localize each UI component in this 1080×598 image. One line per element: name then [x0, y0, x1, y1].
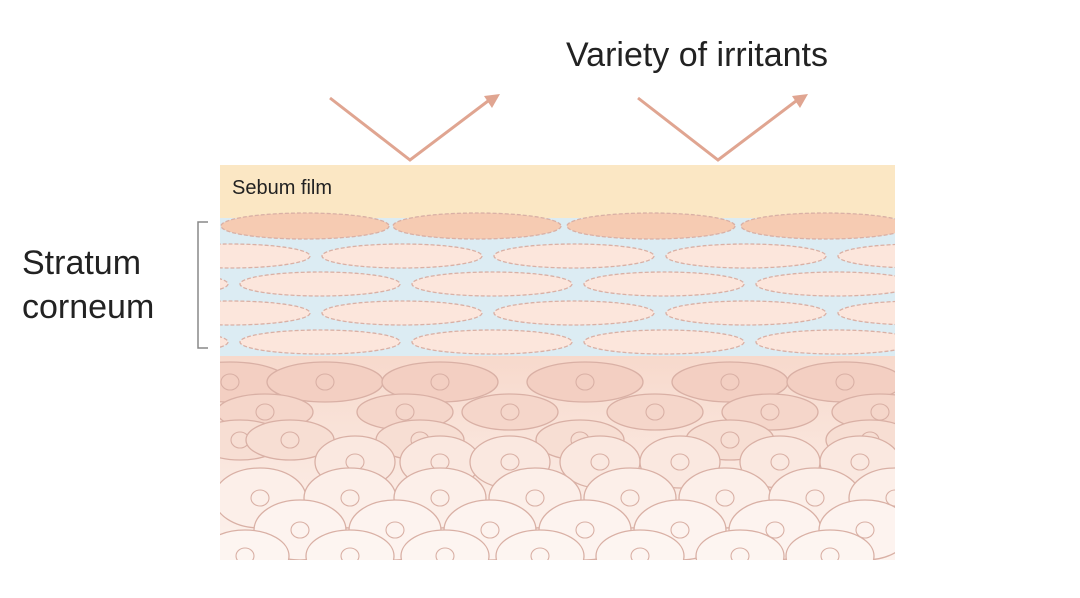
- cell-nucleus: [670, 453, 690, 471]
- cell-nucleus: [835, 373, 855, 391]
- keratinocyte-cell: [305, 529, 395, 560]
- corneocyte-cell: [583, 271, 745, 297]
- arrowhead-icon: [792, 94, 808, 108]
- keratinocyte-cell: [220, 529, 290, 560]
- corneocyte-cell: [220, 243, 311, 269]
- corneocyte-cell: [740, 212, 895, 240]
- cell-nucleus: [760, 403, 780, 421]
- cell-nucleus: [395, 403, 415, 421]
- keratinocyte-cell: [606, 393, 704, 431]
- cell-nucleus: [885, 489, 895, 507]
- corneocyte-cell: [837, 243, 895, 269]
- cell-nucleus: [280, 431, 300, 449]
- cell-nucleus: [525, 489, 545, 507]
- corneocyte-cell: [665, 243, 827, 269]
- cell-nucleus: [620, 489, 640, 507]
- corneocyte-cell: [755, 271, 895, 297]
- corneocyte-cell: [928, 330, 1080, 354]
- cell-nucleus: [530, 547, 550, 560]
- cell-nucleus: [765, 521, 785, 539]
- cell-nucleus: [670, 521, 690, 539]
- cell-nucleus: [290, 521, 310, 539]
- cell-nucleus: [430, 373, 450, 391]
- cell-nucleus: [430, 489, 450, 507]
- corneocyte-cell: [493, 300, 655, 326]
- cell-nucleus: [575, 521, 595, 539]
- cell-nucleus: [500, 403, 520, 421]
- keratinocyte-cell: [785, 529, 875, 560]
- cell-nucleus: [255, 403, 275, 421]
- sebum-film-band: [220, 165, 895, 220]
- corneocyte-cell: [493, 243, 655, 269]
- corneocyte-cell: [755, 329, 895, 355]
- cell-nucleus: [575, 373, 595, 391]
- cell-nucleus: [645, 403, 665, 421]
- cell-nucleus: [855, 521, 875, 539]
- cell-nucleus: [235, 547, 255, 560]
- corneocyte-cell: [220, 300, 311, 326]
- stratum-label-line2: corneum: [22, 288, 154, 326]
- corneocyte-cell: [321, 300, 483, 326]
- keratinocyte-cell: [461, 393, 559, 431]
- keratinocyte-cell: [695, 529, 785, 560]
- cell-nucleus: [340, 489, 360, 507]
- corneocyte-row-top: [220, 212, 895, 240]
- corneocyte-cell: [566, 212, 736, 240]
- keratinocyte-cell: [526, 361, 644, 403]
- sebum-film-label: Sebum film: [232, 177, 332, 199]
- cell-nucleus: [715, 489, 735, 507]
- keratinocyte-cell: [495, 529, 585, 560]
- cell-nucleus: [850, 453, 870, 471]
- irritant-arrow-left: [329, 96, 493, 162]
- keratinocyte-cell: [400, 529, 490, 560]
- corneocyte-cell: [220, 212, 390, 240]
- keratinocyte-cells: [220, 361, 895, 560]
- cell-nucleus: [385, 521, 405, 539]
- arrowhead-icon: [484, 94, 500, 108]
- cell-nucleus: [820, 547, 840, 560]
- keratinocyte-cell: [595, 529, 685, 560]
- corneocyte-cell: [583, 329, 745, 355]
- cell-nucleus: [315, 373, 335, 391]
- cell-nucleus: [220, 373, 240, 391]
- corneocyte-cell: [220, 336, 229, 348]
- cell-nucleus: [805, 489, 825, 507]
- corneocyte-cell: [239, 329, 401, 355]
- corneocyte-cell: [392, 212, 562, 240]
- cell-nucleus: [720, 431, 740, 449]
- cell-nucleus: [250, 489, 270, 507]
- stratum-label-line1: Stratum: [22, 244, 141, 282]
- corneocyte-cell: [665, 300, 827, 326]
- irritant-arrows: [329, 94, 808, 162]
- cell-nucleus: [730, 547, 750, 560]
- corneocyte-rows: [220, 243, 1080, 355]
- cell-nucleus: [340, 547, 360, 560]
- corneocyte-cell: [220, 278, 229, 290]
- cell-nucleus: [590, 453, 610, 471]
- cell-nucleus: [630, 547, 650, 560]
- corneocyte-cell: [837, 300, 895, 326]
- corneocyte-cell: [239, 271, 401, 297]
- cell-nucleus: [770, 453, 790, 471]
- corneocyte-cell: [321, 243, 483, 269]
- cell-nucleus: [435, 547, 455, 560]
- corneocyte-cell: [928, 272, 1080, 296]
- cell-nucleus: [480, 521, 500, 539]
- corneocyte-cell: [411, 329, 573, 355]
- irritant-arrow-right: [637, 96, 801, 162]
- stratum-corneum-bracket: [197, 221, 208, 349]
- skin-block: [220, 165, 1080, 560]
- cell-nucleus: [500, 453, 520, 471]
- corneocyte-cell: [411, 271, 573, 297]
- irritants-label: Variety of irritants: [566, 36, 828, 74]
- cell-nucleus: [720, 373, 740, 391]
